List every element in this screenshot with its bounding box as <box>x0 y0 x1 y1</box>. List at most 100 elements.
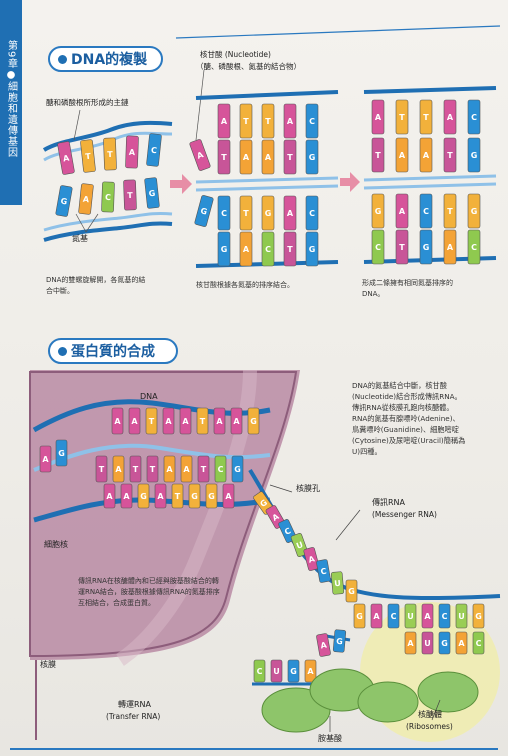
intro-line-5: 鳥糞嘌呤(Guanidine)、細胞嘧啶 <box>352 425 459 434</box>
base-letter: A <box>42 455 49 464</box>
stage1-top-0: A <box>57 141 75 175</box>
base-letter: C <box>471 243 477 252</box>
stage1-bottom-3: T <box>123 179 137 211</box>
base-letter: C <box>423 207 429 216</box>
base-letter: A <box>265 153 272 162</box>
base-letter: A <box>225 492 232 501</box>
nucleus-dna-base-upper-1: A <box>128 407 141 435</box>
base-letter: T <box>399 243 405 252</box>
nucleus-dna-base-mid-1: A <box>120 483 133 509</box>
base-letter: G <box>356 612 363 621</box>
stage3-upper-top-0: A <box>371 99 385 135</box>
label-amino-acid: 胺基酸 <box>318 734 342 743</box>
base-letter: A <box>106 492 113 501</box>
mrna-base-path-4: A <box>303 547 320 571</box>
nucleus-dna-base-mid-0: A <box>103 483 116 509</box>
stage2-lower-bottom-2: C <box>261 231 275 267</box>
label-mrna: 傳訊RNA <box>372 498 406 507</box>
leader-mrna <box>335 509 361 541</box>
bullet-dot <box>58 346 67 356</box>
nucleus-dna-base-mid-6: G <box>205 483 218 509</box>
base-letter: C <box>283 526 292 537</box>
base-letter: C <box>105 193 111 202</box>
base-letter: T <box>85 152 92 162</box>
base-letter: C <box>265 245 271 254</box>
base-letter: T <box>399 113 405 122</box>
label-ribosome-en: (Ribosomes) <box>406 722 453 731</box>
base-letter: A <box>399 151 406 160</box>
caption-unwind-1: DNA的雙螺旋解開，各氮基的結 <box>46 276 146 284</box>
trna-base-3: A <box>304 659 317 683</box>
stage1-bottom-2: C <box>101 181 115 213</box>
base-letter: G <box>234 465 241 474</box>
nucleus-dna-base-upper-4: A <box>179 407 192 435</box>
base-letter: T <box>175 492 181 501</box>
arrow-1-icon <box>170 174 192 194</box>
stage2-lower-top-2: G <box>261 195 275 231</box>
amino-acid-blob-3 <box>357 681 419 723</box>
label-backbone: 醣和磷酸根所形成的主鏈 <box>46 98 129 107</box>
intro-line-2: (Nucleotide)結合形成傳訊RNA。 <box>352 392 462 401</box>
stage1-bottom-4: G <box>144 177 160 209</box>
base-letter: T <box>133 465 139 474</box>
base-letter: T <box>447 151 453 160</box>
base-letter: T <box>243 209 249 218</box>
nucleus-dna-base-lower-1: A <box>112 455 125 483</box>
base-letter: C <box>471 113 477 122</box>
base-letter: G <box>471 207 478 216</box>
base-letter: C <box>257 667 263 676</box>
section-title-protein-synthesis: 蛋白質的合成 <box>48 338 178 364</box>
base-letter: U <box>458 612 465 621</box>
base-letter: G <box>60 196 68 206</box>
base-letter: A <box>165 417 172 426</box>
base-letter: T <box>243 117 249 126</box>
base-letter: A <box>287 209 294 218</box>
base-letter: A <box>307 667 314 676</box>
base-letter: T <box>99 465 105 474</box>
nucleus-dna-base-lower-4: A <box>163 455 176 483</box>
ribosome-mrna-base-0: G <box>353 603 366 629</box>
base-letter: A <box>399 207 406 216</box>
label-dna: DNA <box>140 392 158 401</box>
nucleus-dna-base-upper-2: T <box>145 407 158 435</box>
section-title-text: DNA的複製 <box>71 52 148 68</box>
base-letter: G <box>221 245 228 254</box>
base-letter: G <box>475 612 482 621</box>
base-letter: A <box>373 612 380 621</box>
intro-line-3: 傳訊RNA從核膜孔跑向核醣體。 <box>352 403 454 412</box>
stage3-upper-top-2: T <box>419 99 433 135</box>
base-letter: A <box>131 417 138 426</box>
base-letter: A <box>123 492 130 501</box>
stage3-lower-bottom-1: T <box>395 229 409 265</box>
stage3-upper-bottom-4: G <box>467 137 481 173</box>
base-letter: T <box>375 151 381 160</box>
stage2-upper-bottom-4: G <box>305 139 319 175</box>
stage2-upper-bottom-3: T <box>283 139 297 175</box>
nucleus-dna-base-lower-8: G <box>231 455 244 483</box>
base-letter: A <box>407 639 414 648</box>
nucleus-dna-base-mid-7: A <box>222 483 235 509</box>
chapter-tab-text: 第9章●細胞和遺傳基因 <box>5 40 17 159</box>
base-letter: T <box>287 245 293 254</box>
mrna-base-path-5: C <box>316 559 331 583</box>
base-letter: C <box>309 117 315 126</box>
base-letter: A <box>115 465 122 474</box>
base-letter: G <box>290 667 297 676</box>
trna-base-1: U <box>270 659 283 683</box>
mrna-base-path-7: G <box>345 579 358 603</box>
base-letter: T <box>423 113 429 122</box>
stage3-lower-top-1: A <box>395 193 409 229</box>
caption-pairing: 核甘酸根據各氮基的排序結合。 <box>196 281 294 289</box>
base-letter: A <box>375 113 382 122</box>
base-letter: U <box>295 540 304 551</box>
trna-base-extra-1: A <box>316 633 331 657</box>
note-line-2: 運RNA結合，胺基酸根據傳訊RNA的氮基排序 <box>78 588 220 596</box>
nucleus-dna-base-upper-6: A <box>213 407 226 435</box>
nucleus-dna-base-left-2: G <box>55 439 68 467</box>
stage2-lower-top-4: C <box>305 195 319 231</box>
